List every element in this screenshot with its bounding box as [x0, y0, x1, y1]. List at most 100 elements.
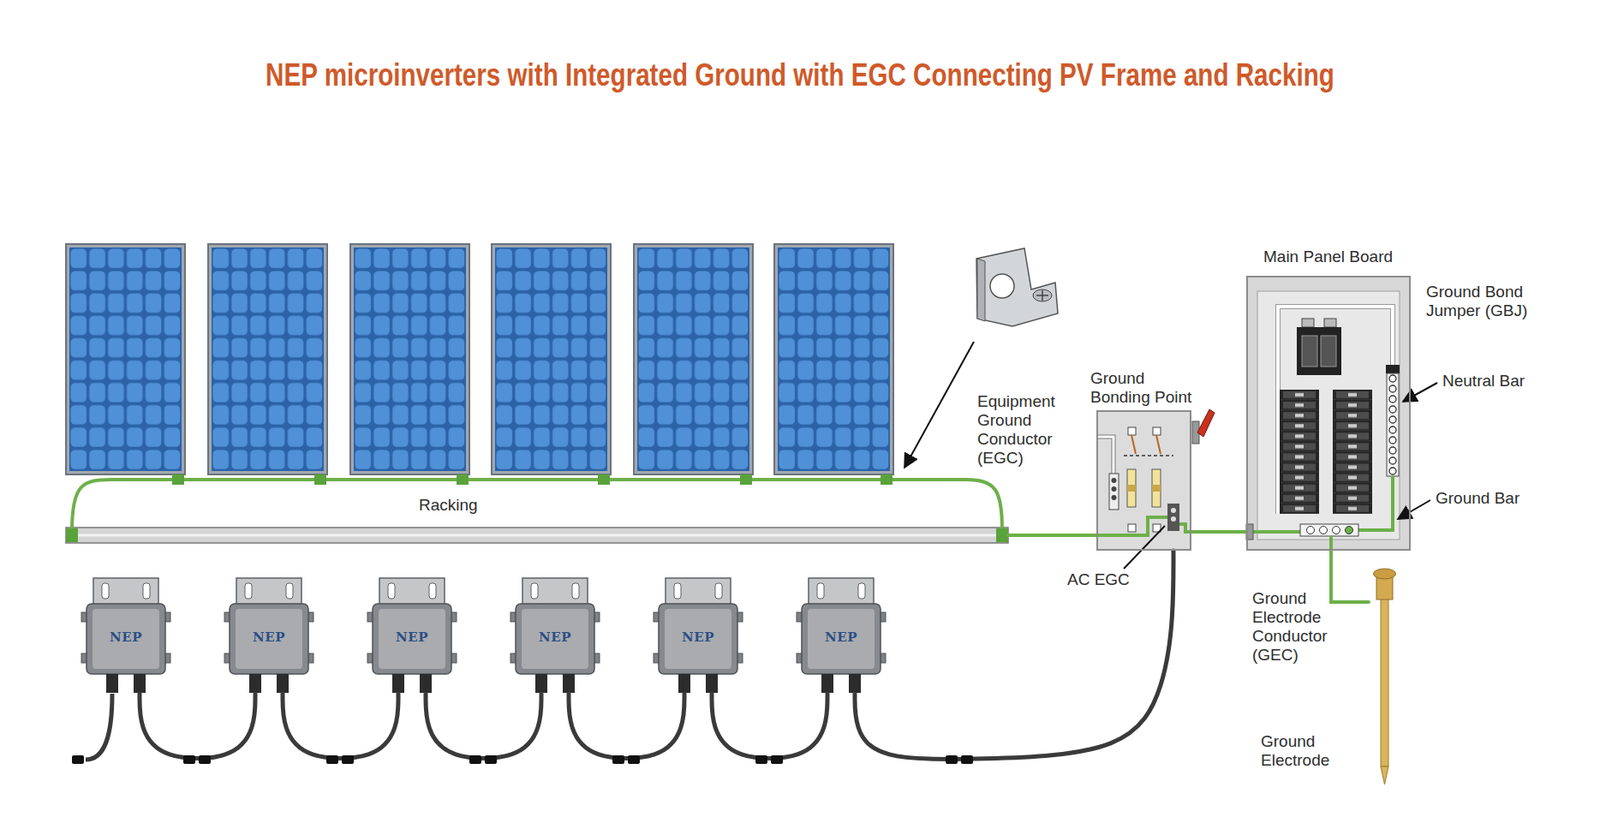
- grounding-clip: [456, 474, 469, 485]
- egc-wire: [71, 479, 1003, 532]
- gec-wire: [1329, 536, 1333, 551]
- grounding-clip: [597, 474, 610, 485]
- cable-connector: [198, 755, 211, 765]
- branch-breakers: [1332, 389, 1373, 514]
- ground-electrode: [1373, 568, 1397, 785]
- brand-label: NEP: [109, 630, 143, 645]
- main-breaker: [1296, 327, 1342, 376]
- cable-connector: [961, 755, 974, 765]
- neutral-wire: [1098, 436, 1114, 474]
- grounding-clip: [314, 474, 327, 485]
- cable-connector: [945, 755, 958, 765]
- racking-bar: [65, 527, 1009, 544]
- box-heading: Ground Bonding Point: [1090, 369, 1200, 407]
- ac-cable: [139, 693, 256, 759]
- terminal-screw: [1170, 507, 1177, 514]
- main-lug: [1301, 318, 1314, 328]
- switch-blade: [1156, 435, 1161, 454]
- microinverter: NEP: [224, 578, 314, 694]
- microinverter-body: [510, 578, 600, 693]
- microinverter-body: [796, 578, 886, 693]
- part-label: Racking: [418, 495, 478, 515]
- leader-arrow: [1402, 382, 1438, 402]
- disconnect-box: Ground Bonding Point: [1096, 410, 1192, 551]
- neutral-terminal: [1109, 473, 1119, 510]
- cable-connector: [755, 755, 768, 765]
- breaker-pole: [1301, 335, 1318, 367]
- disconnect-box: [1096, 410, 1192, 551]
- ac-cable: [282, 693, 399, 759]
- fuse-band: [1152, 484, 1161, 492]
- microinverter-body: [224, 578, 314, 693]
- grounding-clip: [65, 528, 78, 543]
- rod-clamp: [1376, 577, 1393, 600]
- ground-terminal: [1167, 503, 1180, 532]
- racking-rail: [65, 527, 1009, 544]
- brand-label: NEP: [395, 630, 429, 645]
- microinverter: NEP: [796, 578, 886, 694]
- brand-label: NEP: [538, 630, 572, 645]
- cable-connector: [326, 755, 339, 765]
- lug-hole: [990, 274, 1015, 299]
- rail-highlight: [68, 534, 1006, 538]
- main-panel-board: [1246, 275, 1438, 551]
- main-lug: [1324, 318, 1337, 328]
- lug-side: [977, 258, 986, 322]
- part-label: Ground Bond Jumper (GBJ): [1426, 282, 1555, 321]
- brand-label: NEP: [824, 630, 858, 645]
- terminal-screw: [1345, 526, 1354, 535]
- terminal-screw: [1111, 477, 1117, 484]
- part-label: AC EGC: [1067, 570, 1130, 590]
- fuse-band: [1127, 484, 1136, 492]
- breaker-pole: [1320, 335, 1337, 367]
- solar-panel: [208, 244, 328, 475]
- cable-connector: [183, 755, 196, 765]
- solar-panel: [350, 244, 470, 475]
- grounding-clip: [172, 474, 185, 485]
- ac-cable: [854, 550, 1174, 759]
- part-label: Ground Electrode Conductor (GEC): [1252, 589, 1347, 665]
- clamp-screw: [1373, 568, 1397, 580]
- microinverter: NEP: [367, 578, 457, 694]
- ground-wire: [1191, 530, 1247, 534]
- bond-jumper: [1355, 476, 1393, 531]
- switch-blade: [1131, 435, 1136, 454]
- racking-rail: Racking: [65, 527, 1009, 544]
- cable-connector: [469, 755, 482, 765]
- fuse: [1152, 469, 1161, 508]
- neutral-bar: [1386, 373, 1399, 477]
- screw-slot: [1041, 290, 1044, 301]
- brand-label: NEP: [681, 630, 715, 645]
- neutral-wire: [1277, 306, 1393, 514]
- leader-arrow: [904, 341, 974, 468]
- microinverter: NEP: [510, 578, 600, 694]
- leader-arrow: [1397, 500, 1431, 520]
- cable-connector: [71, 755, 974, 765]
- egc-wire: [65, 474, 1009, 543]
- microinverter-body: [367, 578, 457, 693]
- line-terminal: [1152, 427, 1161, 436]
- ground-wire: [1331, 550, 1369, 603]
- terminal-screw: [1332, 526, 1341, 535]
- part-label: Ground Electrode: [1260, 732, 1357, 771]
- cable-connector: [341, 755, 354, 765]
- microinverter: NEP: [653, 578, 743, 694]
- panel-board: Main Panel Board: [1246, 275, 1411, 551]
- grounding-clip: [996, 528, 1009, 543]
- ground-bonding-point: [1096, 409, 1215, 569]
- part-label: Equipment Ground Conductor (EGC): [977, 392, 1076, 468]
- part-label: Ground Bar: [1435, 489, 1520, 508]
- neutral-wire: [1098, 436, 1114, 474]
- terminal-screw: [1319, 526, 1328, 535]
- ground-rod: [1380, 591, 1389, 767]
- lug-body: [976, 248, 1058, 327]
- solar-panel: [633, 244, 753, 475]
- ground-wire: [1008, 533, 1097, 538]
- terminal-screw: [1170, 516, 1177, 522]
- branch-breakers: [1279, 389, 1320, 514]
- part-label: Neutral Bar: [1442, 371, 1525, 391]
- microinverter-body: [81, 578, 171, 693]
